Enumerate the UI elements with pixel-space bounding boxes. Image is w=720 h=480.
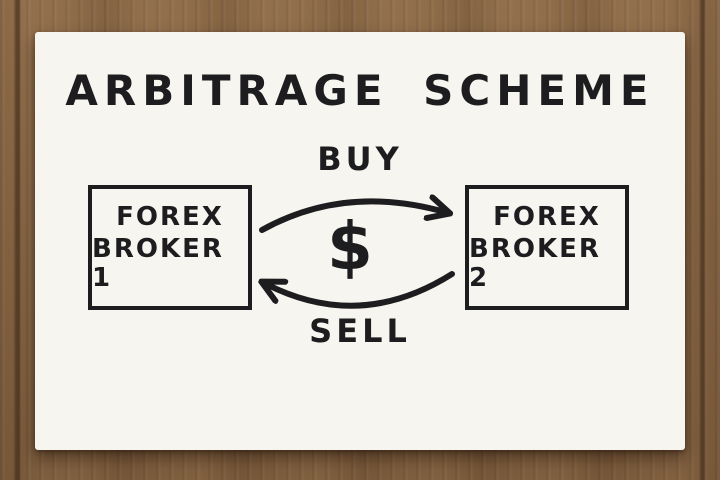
- node-label-line: FOREX: [116, 201, 224, 232]
- diagram-title: ARBITRAGE SCHEME: [65, 66, 655, 115]
- node-label-line: FOREX: [493, 201, 601, 232]
- node-forex-broker-1: FOREX BROKER 1: [88, 185, 252, 310]
- whiteboard-card: ARBITRAGE SCHEME BUY FOREX BROKER 1 $ FO…: [35, 32, 685, 450]
- node-label-line: BROKER 1: [92, 234, 224, 293]
- node-label-line: BROKER 2: [469, 234, 601, 293]
- buy-label: BUY: [317, 140, 403, 178]
- currency-symbol: $: [327, 208, 373, 285]
- node-forex-broker-2: FOREX BROKER 2: [465, 185, 629, 310]
- sell-label: SELL: [309, 312, 411, 350]
